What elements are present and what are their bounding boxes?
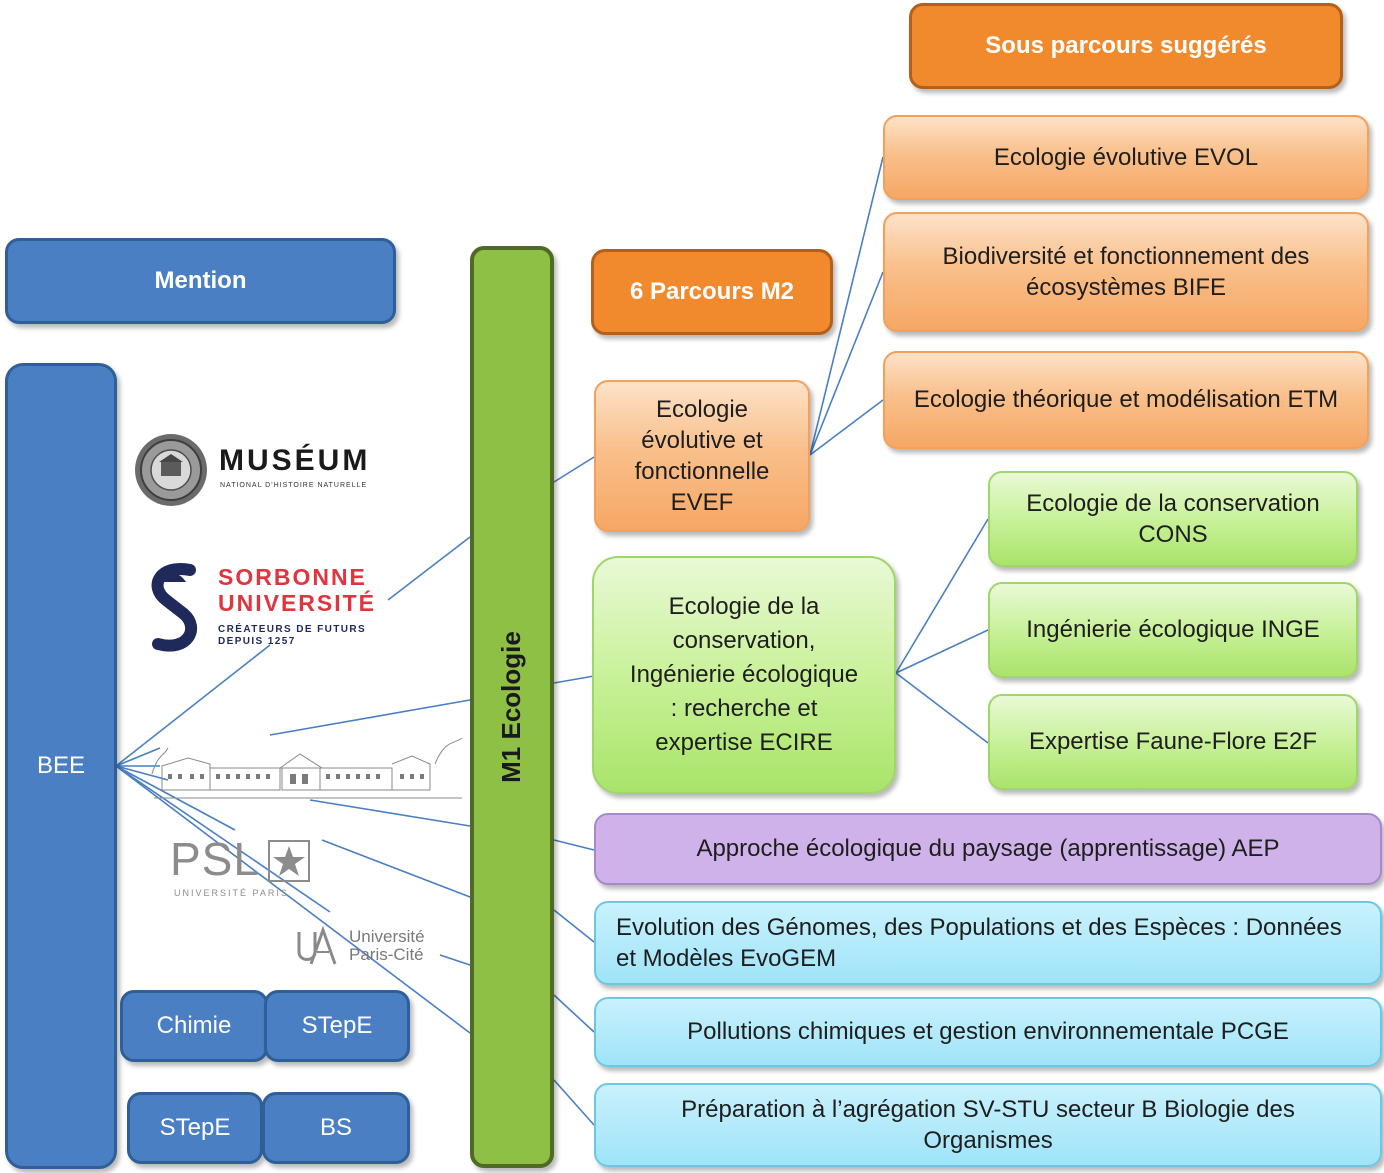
- evol-label: Ecologie évolutive EVOL: [993, 143, 1259, 171]
- aep-box: Approche écologique du paysage (apprenti…: [594, 813, 1382, 885]
- mention-box: Mention: [5, 238, 396, 324]
- e2f-box: Expertise Faune-Flore E2F: [988, 694, 1358, 790]
- connector: [269, 699, 471, 736]
- connector: [115, 765, 169, 781]
- connector: [115, 765, 471, 1034]
- psl-logo: PSL UNIVERSITÉ PARIS: [168, 826, 328, 906]
- connector: [553, 456, 595, 483]
- agregation-label: Préparation à l’agrégation SV-STU secteu…: [681, 1095, 1295, 1154]
- connector: [895, 518, 989, 674]
- connector: [809, 399, 884, 456]
- stepe-label-1: STepE: [301, 1012, 373, 1040]
- ecire-label: Ecologie de la conservation, Ingénierie …: [629, 592, 859, 757]
- connector: [809, 271, 884, 456]
- stepe-label-2: STepE: [159, 1114, 231, 1142]
- bife-label: Biodiversité et fonctionnement des écosy…: [942, 242, 1310, 301]
- m1-ecologie-label: M1 Ecologie: [496, 631, 527, 783]
- psl-logo-name: PSL: [170, 833, 260, 885]
- inge-label: Ingénierie écologique INGE: [1026, 616, 1320, 644]
- connector: [895, 629, 989, 674]
- pcge-box: Pollutions chimiques et gestion environn…: [594, 997, 1382, 1067]
- etm-label: Ecologie théorique et modélisation ETM: [913, 386, 1339, 414]
- sorbonne-emblem-icon: [151, 563, 198, 652]
- stepe-box-2: STepE: [127, 1092, 263, 1164]
- connector: [115, 765, 331, 913]
- museum-seal-icon: [135, 434, 207, 506]
- bs-box: BS: [262, 1092, 410, 1164]
- inge-box: Ingénierie écologique INGE: [988, 582, 1358, 678]
- connector: [809, 156, 884, 456]
- sorbonne-logo: SORBONNE UNIVERSITÉ CRÉATEURS DE FUTURS …: [142, 560, 392, 660]
- parcours-m2-header: 6 Parcours M2: [591, 249, 833, 335]
- sorbonne-logo-line1: SORBONNE: [218, 564, 367, 590]
- evogem-label: Evolution des Génomes, des Populations e…: [616, 913, 1342, 972]
- upc-logo-line2: Paris-Cité: [349, 945, 424, 964]
- aep-label: Approche écologique du paysage (apprenti…: [696, 835, 1280, 863]
- agregation-box: Préparation à l’agrégation SV-STU secteu…: [594, 1083, 1382, 1167]
- universite-paris-cite-logo: Université Paris-Cité: [295, 924, 445, 970]
- connector: [115, 644, 271, 767]
- museum-logo-subtitle: NATIONAL D'HISTOIRE NATURELLE: [220, 482, 368, 489]
- psl-star-icon: [268, 840, 310, 882]
- connector: [321, 839, 471, 898]
- connector: [553, 675, 595, 684]
- m1-ecologie-bar: M1 Ecologie: [470, 246, 554, 1168]
- evef-label: Ecologie évolutive et fonctionnelle EVEF: [634, 395, 770, 517]
- connector: [553, 1079, 595, 1126]
- psl-logo-subtitle: UNIVERSITÉ PARIS: [174, 888, 289, 898]
- connector: [387, 536, 471, 601]
- connector: [553, 994, 595, 1033]
- connector: [309, 799, 471, 827]
- connector: [895, 672, 989, 744]
- etm-box: Ecologie théorique et modélisation ETM: [883, 351, 1369, 449]
- mention-label: Mention: [154, 267, 247, 295]
- building-sketch-logo: [150, 734, 466, 804]
- connector: [553, 839, 595, 851]
- connector: [115, 747, 161, 767]
- e2f-label: Expertise Faune-Flore E2F: [1028, 728, 1318, 756]
- cons-label: Ecologie de la conservation CONS: [1026, 489, 1320, 548]
- sorbonne-logo-tagline: CRÉATEURS DE FUTURS: [218, 624, 367, 635]
- evef-box: Ecologie évolutive et fonctionnelle EVEF: [594, 380, 810, 532]
- connector: [439, 954, 471, 966]
- evol-box: Ecologie évolutive EVOL: [883, 115, 1369, 200]
- connector: [553, 909, 595, 943]
- museum-logo-name: MUSÉUM: [219, 444, 371, 477]
- suggested-subtracks-label: Sous parcours suggérés: [985, 32, 1267, 60]
- bife-box: Biodiversité et fonctionnement des écosy…: [883, 212, 1369, 332]
- chimie-box: Chimie: [120, 990, 268, 1062]
- bee-label: BEE: [36, 752, 86, 780]
- upc-emblem-icon: [297, 926, 337, 965]
- bee-box: BEE: [5, 363, 117, 1169]
- building-sketch-icon: [151, 737, 463, 799]
- evogem-box: Evolution des Génomes, des Populations e…: [594, 901, 1382, 985]
- parcours-m2-label: 6 Parcours M2: [629, 278, 795, 306]
- sorbonne-logo-since: DEPUIS 1257: [218, 636, 296, 647]
- suggested-subtracks-header: Sous parcours suggérés: [909, 3, 1343, 89]
- museum-logo: MUSÉUM NATIONAL D'HISTOIRE NATURELLE: [133, 432, 393, 508]
- sorbonne-logo-line2: UNIVERSITÉ: [218, 590, 377, 616]
- cons-box: Ecologie de la conservation CONS: [988, 471, 1358, 567]
- bs-label: BS: [319, 1114, 352, 1142]
- chimie-label: Chimie: [156, 1012, 232, 1040]
- pcge-label: Pollutions chimiques et gestion environn…: [687, 1018, 1289, 1046]
- ecire-box: Ecologie de la conservation, Ingénierie …: [592, 556, 896, 794]
- upc-logo-line1: Université: [349, 927, 425, 946]
- stepe-box-1: STepE: [264, 990, 410, 1062]
